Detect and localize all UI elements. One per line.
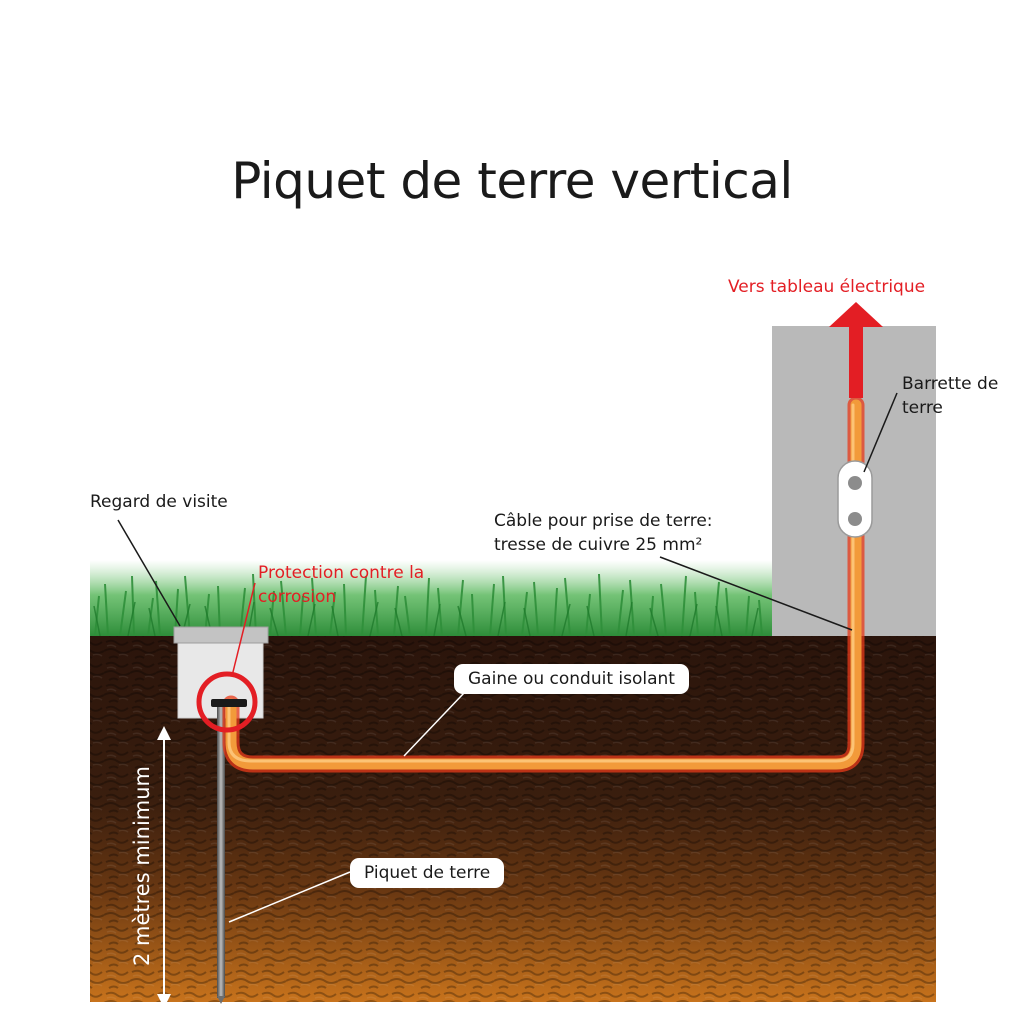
label-protection: Protection contre la corrosion [258,561,424,609]
earth-bar [837,460,873,538]
leader-piquet [228,871,351,923]
leader-regard [117,519,181,627]
label-regard: Regard de visite [90,492,228,512]
label-barrette-line2: terre [902,398,943,418]
depth-dimension [157,726,171,1008]
ground-stake [217,700,225,998]
leader-barrette [863,392,898,473]
label-profondeur: 2 mètres minimum [130,765,154,967]
leader-cable [659,556,853,631]
label-piquet: Piquet de terre [350,858,505,888]
copper-cable [222,396,865,773]
arrow-up-icon [829,302,883,398]
label-gaine: Gaine ou conduit isolant [454,664,689,694]
label-vers-tableau: Vers tableau électrique [728,277,926,297]
leader-protection [231,582,256,677]
label-barrette-line1: Barrette de [902,374,999,394]
label-barrette: Barrette de terre [902,372,998,420]
stake-tip [217,996,225,1004]
stake-clamp [211,699,247,707]
label-protection-line2: corrosion [258,587,337,607]
label-cable: Câble pour prise de terre: tresse de cui… [494,509,713,557]
label-cable-line1: Câble pour prise de terre: [494,511,713,531]
label-protection-line1: Protection contre la [258,563,425,583]
corrosion-protection-circle [196,671,258,733]
grass [90,560,772,638]
leader-lines [117,392,898,923]
page-title: Piquet de terre vertical [231,152,793,210]
leader-gaine [403,692,465,757]
label-cable-line2: tresse de cuivre 25 mm² [494,535,703,555]
